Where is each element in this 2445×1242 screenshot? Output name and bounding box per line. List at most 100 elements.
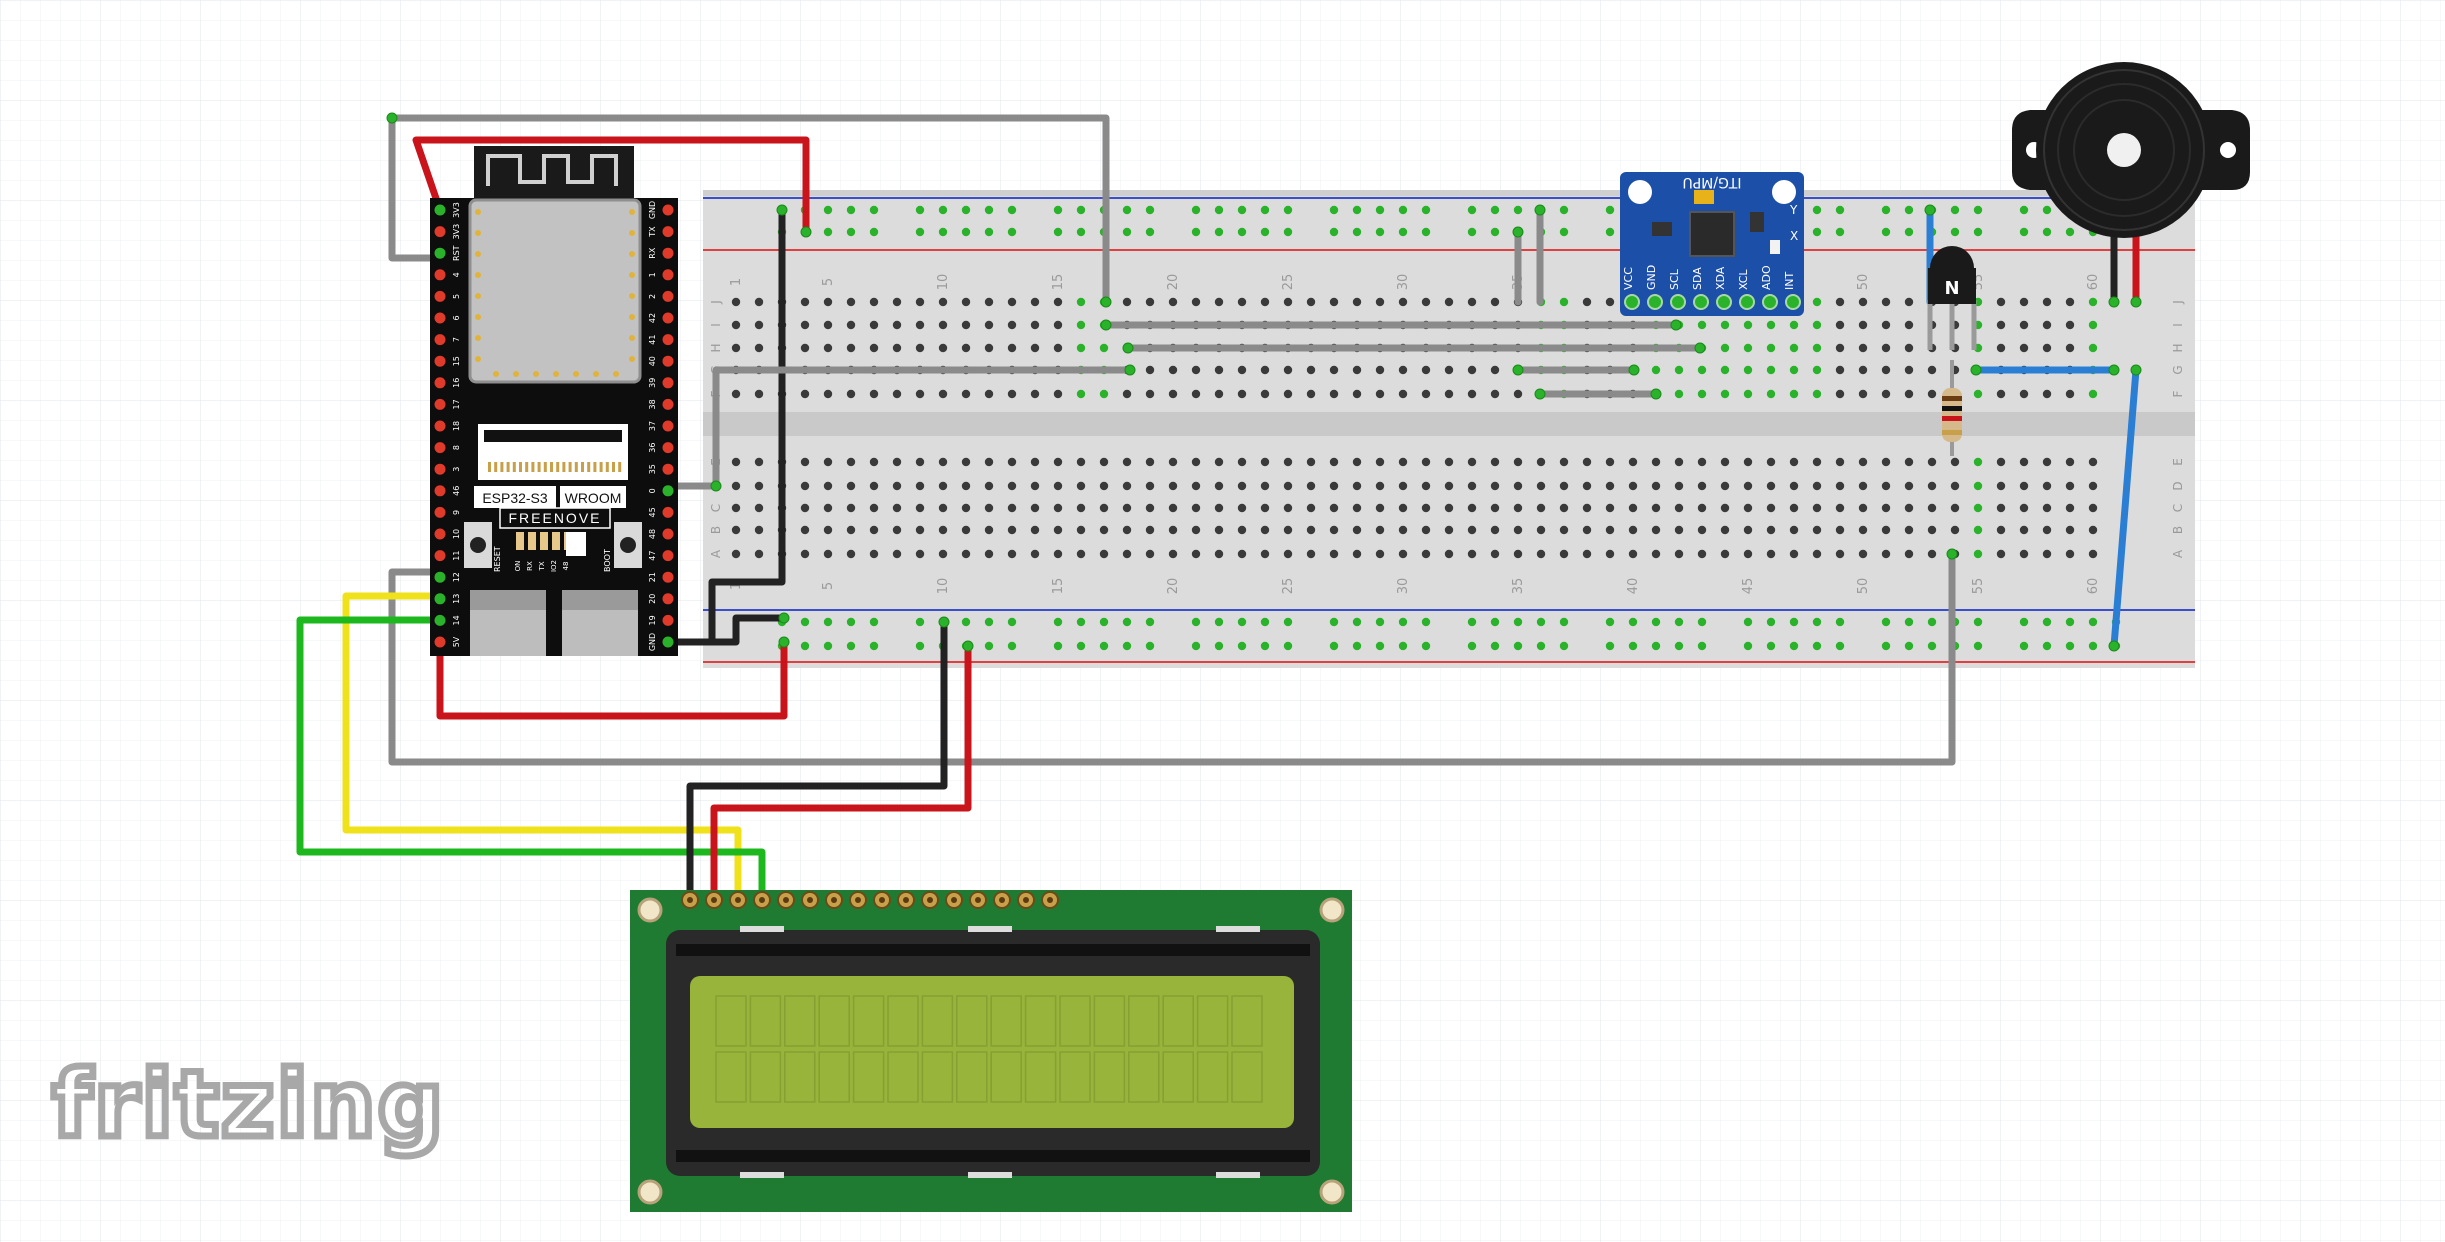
esp32-pin-label: GND: [648, 633, 657, 651]
column-number-bottom: 5: [821, 582, 836, 590]
resistor[interactable]: [1942, 360, 1962, 456]
column-number-bottom: 30: [1396, 578, 1411, 595]
esp32-pin-right[interactable]: [662, 204, 674, 216]
esp32-pin-right[interactable]: [662, 334, 674, 346]
mpu-pin[interactable]: [1716, 294, 1732, 310]
esp32-pin-left[interactable]: [434, 269, 446, 281]
esp32-pin-right[interactable]: [662, 463, 674, 475]
esp32-pin-left[interactable]: [434, 593, 446, 605]
esp32-pin-right[interactable]: [662, 247, 674, 259]
esp32-pin-right[interactable]: [662, 550, 674, 562]
wire-red-5v[interactable]: [436, 638, 788, 720]
esp32-pin-right[interactable]: [662, 506, 674, 518]
row-letter: G: [2171, 365, 2185, 374]
esp32-pin-right[interactable]: [662, 485, 674, 497]
esp32-pin-left[interactable]: [434, 485, 446, 497]
esp32-pin-left[interactable]: [434, 334, 446, 346]
column-number-top: 25: [1281, 274, 1296, 291]
esp32-pin-label: 38: [648, 399, 657, 409]
wire-blue-rail[interactable]: [2110, 366, 2140, 650]
piezo-buzzer[interactable]: [2012, 62, 2250, 238]
esp32-pin-headers[interactable]: 3V33V3RST4567151617188346910111213145VGN…: [434, 201, 674, 651]
esp32-pin-label: 36: [648, 443, 657, 453]
esp32-pin-left[interactable]: [434, 377, 446, 389]
mpu-mount-hole-right: [1772, 180, 1796, 204]
buzzer-center: [2107, 133, 2141, 167]
esp32-pin-right[interactable]: [662, 593, 674, 605]
esp32-pin-right[interactable]: [662, 442, 674, 454]
esp32-pin-label: 42: [648, 313, 657, 323]
wire-black-lcd[interactable]: [686, 618, 948, 902]
wire-gray-bottom[interactable]: [388, 550, 1956, 766]
esp32-pin-right[interactable]: [662, 636, 674, 648]
lcd-mount-hole-br: [1319, 1179, 1345, 1205]
esp32-pin-label: 8: [452, 445, 461, 450]
boot-button-label: BOOT: [603, 549, 612, 572]
esp32-pin-label: 7: [452, 337, 461, 342]
esp32-pin-left[interactable]: [434, 290, 446, 302]
esp32-pin-label: 0: [648, 488, 657, 493]
esp32-pin-left[interactable]: [434, 312, 446, 324]
led-label: RX: [526, 561, 534, 571]
esp32-pin-left[interactable]: [434, 204, 446, 216]
esp32-pin-right[interactable]: [662, 290, 674, 302]
npn-transistor[interactable]: N: [1927, 246, 1977, 350]
lcd-1602[interactable]: [630, 890, 1352, 1212]
esp32-pin-left[interactable]: [434, 636, 446, 648]
esp32-pin-left[interactable]: [434, 247, 446, 259]
mpu-pin[interactable]: [1624, 294, 1640, 310]
mpu-pin[interactable]: [1670, 294, 1686, 310]
lcd-pin-header[interactable]: [681, 891, 1059, 909]
esp32-pin-left[interactable]: [434, 463, 446, 475]
column-number-bottom: 50: [1856, 578, 1871, 595]
wire-black-gnd-2[interactable]: [664, 206, 786, 646]
mpu-pin[interactable]: [1647, 294, 1663, 310]
esp32-pin-right[interactable]: [662, 398, 674, 410]
esp32-pin-left[interactable]: [434, 226, 446, 238]
column-number-top: 30: [1396, 274, 1411, 291]
esp32-pin-right[interactable]: [662, 226, 674, 238]
lcd-mount-hole-tl: [637, 897, 663, 923]
esp32-pin-left[interactable]: [434, 442, 446, 454]
column-number-bottom: 60: [2086, 578, 2101, 595]
mpu-pin[interactable]: [1739, 294, 1755, 310]
mpu-pin[interactable]: [1762, 294, 1778, 310]
led-label: ON: [514, 561, 522, 572]
wire-gray-scl[interactable]: [664, 366, 1134, 490]
wires[interactable]: [296, 114, 2140, 902]
mpu-pin[interactable]: [1785, 294, 1801, 310]
esp32-pin-right[interactable]: [662, 377, 674, 389]
esp32-pin-label: 16: [452, 378, 461, 388]
esp32-pin-left[interactable]: [434, 506, 446, 518]
esp32-pin-label: 5V: [452, 636, 461, 647]
esp32-pin-label: RST: [452, 245, 461, 261]
esp32-model-label: ESP32-S3: [482, 490, 548, 506]
mpu-axis-y: Y: [1789, 203, 1798, 217]
esp32-pin-right[interactable]: [662, 312, 674, 324]
esp32-pin-left[interactable]: [434, 355, 446, 367]
esp32-pin-right[interactable]: [662, 528, 674, 540]
wire-red-3v3[interactable]: [412, 136, 810, 236]
esp32-pin-right[interactable]: [662, 571, 674, 583]
esp32-pin-right[interactable]: [662, 614, 674, 626]
esp32-pin-left[interactable]: [434, 398, 446, 410]
wire-red-lcd[interactable]: [710, 642, 972, 902]
esp32-pin-label: 11: [452, 551, 461, 561]
wire-green-scl[interactable]: [296, 616, 766, 902]
esp32-pin-label: 12: [452, 572, 461, 582]
esp32-pin-right[interactable]: [662, 355, 674, 367]
esp32-pin-label: 3V3: [452, 224, 461, 240]
esp32-pin-left[interactable]: [434, 550, 446, 562]
esp32-pin-left[interactable]: [434, 528, 446, 540]
esp32-pin-right[interactable]: [662, 420, 674, 432]
esp32-pin-right[interactable]: [662, 269, 674, 281]
esp32-pin-label: 20: [648, 594, 657, 604]
mpu-pin[interactable]: [1693, 294, 1709, 310]
esp32-pin-left[interactable]: [434, 614, 446, 626]
esp32-pin-label: 5: [452, 294, 461, 299]
esp32-pin-left[interactable]: [434, 571, 446, 583]
esp32-pin-left[interactable]: [434, 420, 446, 432]
